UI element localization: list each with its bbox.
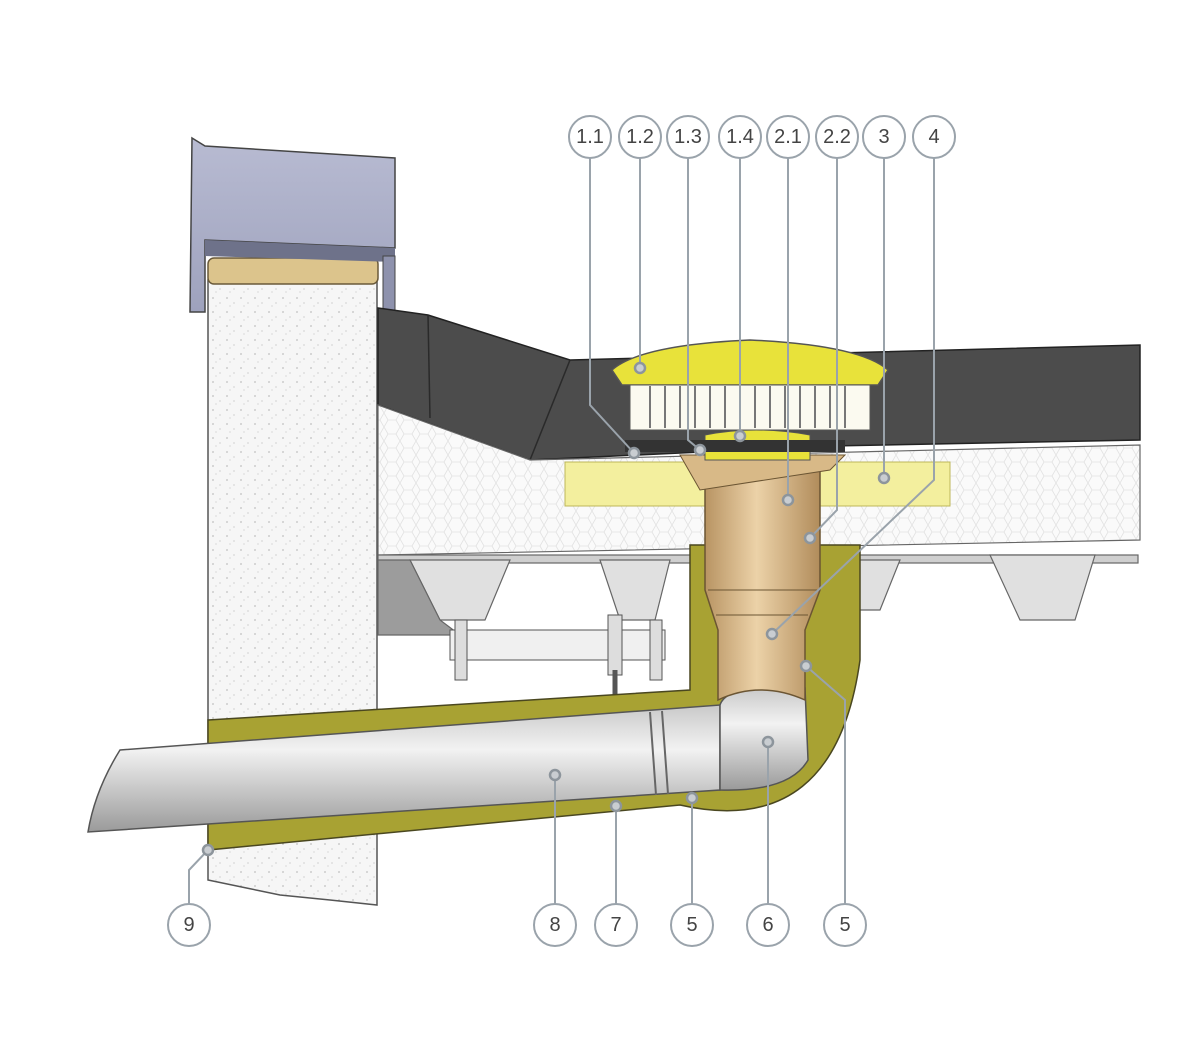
- callout-6: 6: [746, 903, 790, 947]
- drain-pipe: [87, 704, 721, 833]
- osb-board: [207, 257, 379, 285]
- callout-1-2: 1.2: [618, 115, 662, 159]
- pipe-bracket: [449, 614, 666, 715]
- svg-text:5: 5: [686, 914, 697, 936]
- callout-5b: 5: [823, 903, 867, 947]
- svg-text:4: 4: [928, 126, 939, 148]
- svg-text:8: 8: [549, 914, 560, 936]
- svg-text:1.4: 1.4: [726, 126, 754, 148]
- callout-1-3: 1.3: [666, 115, 710, 159]
- callout-2-1: 2.1: [766, 115, 810, 159]
- callout-7: 7: [594, 903, 638, 947]
- svg-text:3: 3: [878, 126, 889, 148]
- svg-text:1.2: 1.2: [626, 126, 654, 148]
- callout-5a: 5: [670, 903, 714, 947]
- svg-text:1.1: 1.1: [576, 126, 604, 148]
- callout-markers: [201, 361, 891, 857]
- svg-text:2.2: 2.2: [823, 126, 851, 148]
- drain-grate: [611, 339, 889, 461]
- svg-text:5: 5: [839, 914, 850, 936]
- svg-text:6: 6: [762, 914, 773, 936]
- trapezoidal-deck: [377, 554, 1139, 636]
- callout-2-2: 2.2: [815, 115, 859, 159]
- svg-text:9: 9: [183, 914, 194, 936]
- callout-1-1: 1.1: [568, 115, 612, 159]
- svg-text:2.1: 2.1: [774, 126, 802, 148]
- callout-3: 3: [862, 115, 906, 159]
- callout-9: 9: [167, 903, 211, 947]
- callout-4: 4: [912, 115, 956, 159]
- callout-1-4: 1.4: [718, 115, 762, 159]
- svg-text:7: 7: [610, 914, 621, 936]
- leader-lines: [188, 158, 935, 904]
- callout-8: 8: [533, 903, 577, 947]
- drain-body: [679, 454, 847, 702]
- parapet-cap: [189, 136, 396, 313]
- svg-text:1.3: 1.3: [674, 126, 702, 148]
